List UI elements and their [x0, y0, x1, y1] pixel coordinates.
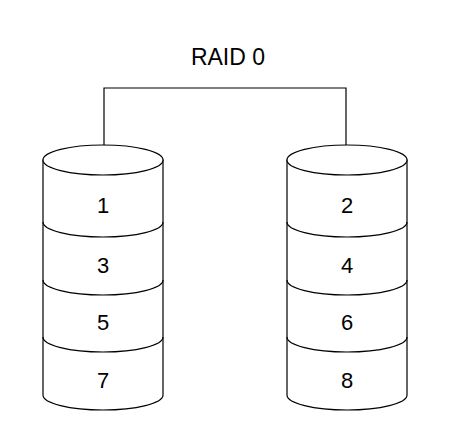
- array-bracket: [104, 88, 346, 153]
- block-number: 4: [341, 253, 353, 279]
- data-block: 1: [43, 184, 163, 228]
- block-number: 6: [341, 310, 353, 336]
- block-number: 7: [97, 368, 109, 394]
- data-block: 4: [287, 244, 407, 288]
- data-block: 3: [43, 244, 163, 288]
- disk-cylinder: [43, 145, 163, 410]
- data-block: 8: [287, 359, 407, 403]
- data-block: 6: [287, 301, 407, 345]
- block-number: 5: [97, 310, 109, 336]
- data-block: 2: [287, 184, 407, 228]
- data-block: 5: [43, 301, 163, 345]
- block-number: 2: [341, 193, 353, 219]
- block-number: 3: [97, 253, 109, 279]
- data-block: 7: [43, 359, 163, 403]
- block-number: 8: [341, 368, 353, 394]
- disk-cylinder: [287, 145, 407, 410]
- block-number: 1: [97, 193, 109, 219]
- diagram-title: RAID 0: [0, 42, 456, 72]
